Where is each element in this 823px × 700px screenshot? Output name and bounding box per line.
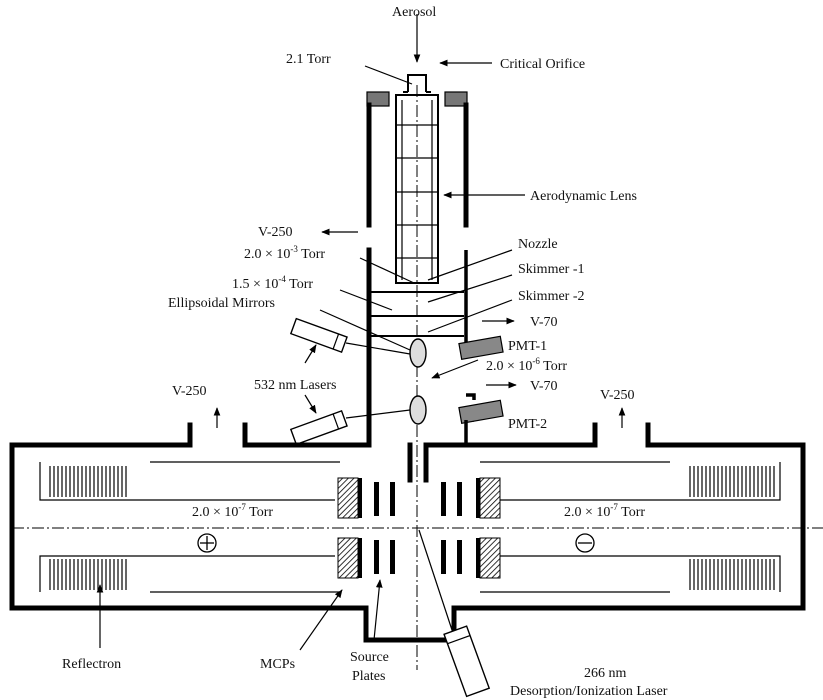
mcp-left-bottom bbox=[337, 537, 362, 579]
label-skimmer-1: Skimmer -1 bbox=[518, 262, 585, 277]
mcp-right-bottom bbox=[476, 537, 501, 579]
laser-266-beam bbox=[418, 529, 453, 631]
label-ellipsoidal-mirrors: Ellipsoidal Mirrors bbox=[168, 296, 275, 311]
label-aerosol: Aerosol bbox=[392, 5, 436, 20]
label-v250-top: V-250 bbox=[258, 225, 293, 240]
label-v70-a: V-70 bbox=[530, 315, 558, 330]
positive-ion-symbol bbox=[197, 533, 217, 553]
label-pressure-right: 2.0 × 10-7 Torr bbox=[564, 502, 645, 520]
ellipsoidal-mirror-1 bbox=[409, 338, 427, 368]
mcp-left-top bbox=[337, 477, 362, 519]
label-desorption-laser: Desorption/Ionization Laser bbox=[510, 684, 668, 699]
mcp-right-top bbox=[476, 477, 501, 519]
label-pmt-1: PMT-1 bbox=[508, 339, 547, 354]
flight-tube-left bbox=[39, 461, 340, 593]
source-plates bbox=[374, 482, 462, 574]
label-mcps: MCPs bbox=[260, 657, 295, 672]
pmt-1-body bbox=[458, 335, 504, 361]
label-v250-right: V-250 bbox=[600, 388, 635, 403]
lens-top-flange bbox=[366, 91, 468, 107]
pmt-2-body bbox=[458, 399, 504, 425]
source-region-walls bbox=[407, 420, 468, 483]
flight-tube-right bbox=[480, 461, 781, 593]
label-skimmer-2: Skimmer -2 bbox=[518, 289, 585, 304]
label-critical-orifice: Critical Orifice bbox=[500, 57, 585, 72]
laser-beam-2 bbox=[345, 409, 411, 419]
label-532-lasers: 532 nm Lasers bbox=[254, 378, 336, 393]
label-plates: Plates bbox=[352, 669, 385, 684]
reflectron-right bbox=[689, 466, 775, 590]
negative-ion-symbol bbox=[575, 533, 595, 553]
label-aerodynamic-lens: Aerodynamic Lens bbox=[530, 189, 637, 204]
label-266-nm: 266 nm bbox=[584, 666, 627, 681]
laser-beam-1 bbox=[345, 342, 411, 355]
tof-chamber-wall bbox=[9, 422, 806, 643]
stage-partitions bbox=[371, 291, 464, 337]
laser-266 bbox=[443, 625, 491, 698]
label-pressure-2e-3: 2.0 × 10-3 Torr bbox=[244, 244, 325, 262]
laser-532-1 bbox=[289, 317, 348, 353]
laser-532-2 bbox=[289, 410, 348, 446]
label-2-1-torr: 2.1 Torr bbox=[286, 52, 331, 67]
label-source: Source bbox=[350, 650, 389, 665]
reflectron-left bbox=[49, 466, 127, 590]
critical-orifice bbox=[403, 74, 431, 93]
aerodynamic-lens-tube bbox=[395, 94, 439, 284]
label-v70-b: V-70 bbox=[530, 379, 558, 394]
label-nozzle: Nozzle bbox=[518, 237, 558, 252]
label-pressure-1-5e-4: 1.5 × 10-4 Torr bbox=[232, 274, 313, 292]
label-pmt-2: PMT-2 bbox=[508, 417, 547, 432]
ellipsoidal-mirror-2 bbox=[409, 395, 427, 425]
label-pressure-2e-6: 2.0 × 10-6 Torr bbox=[486, 356, 567, 374]
label-pressure-left: 2.0 × 10-7 Torr bbox=[192, 502, 273, 520]
label-reflectron: Reflectron bbox=[62, 657, 121, 672]
label-v250-left: V-250 bbox=[172, 384, 207, 399]
